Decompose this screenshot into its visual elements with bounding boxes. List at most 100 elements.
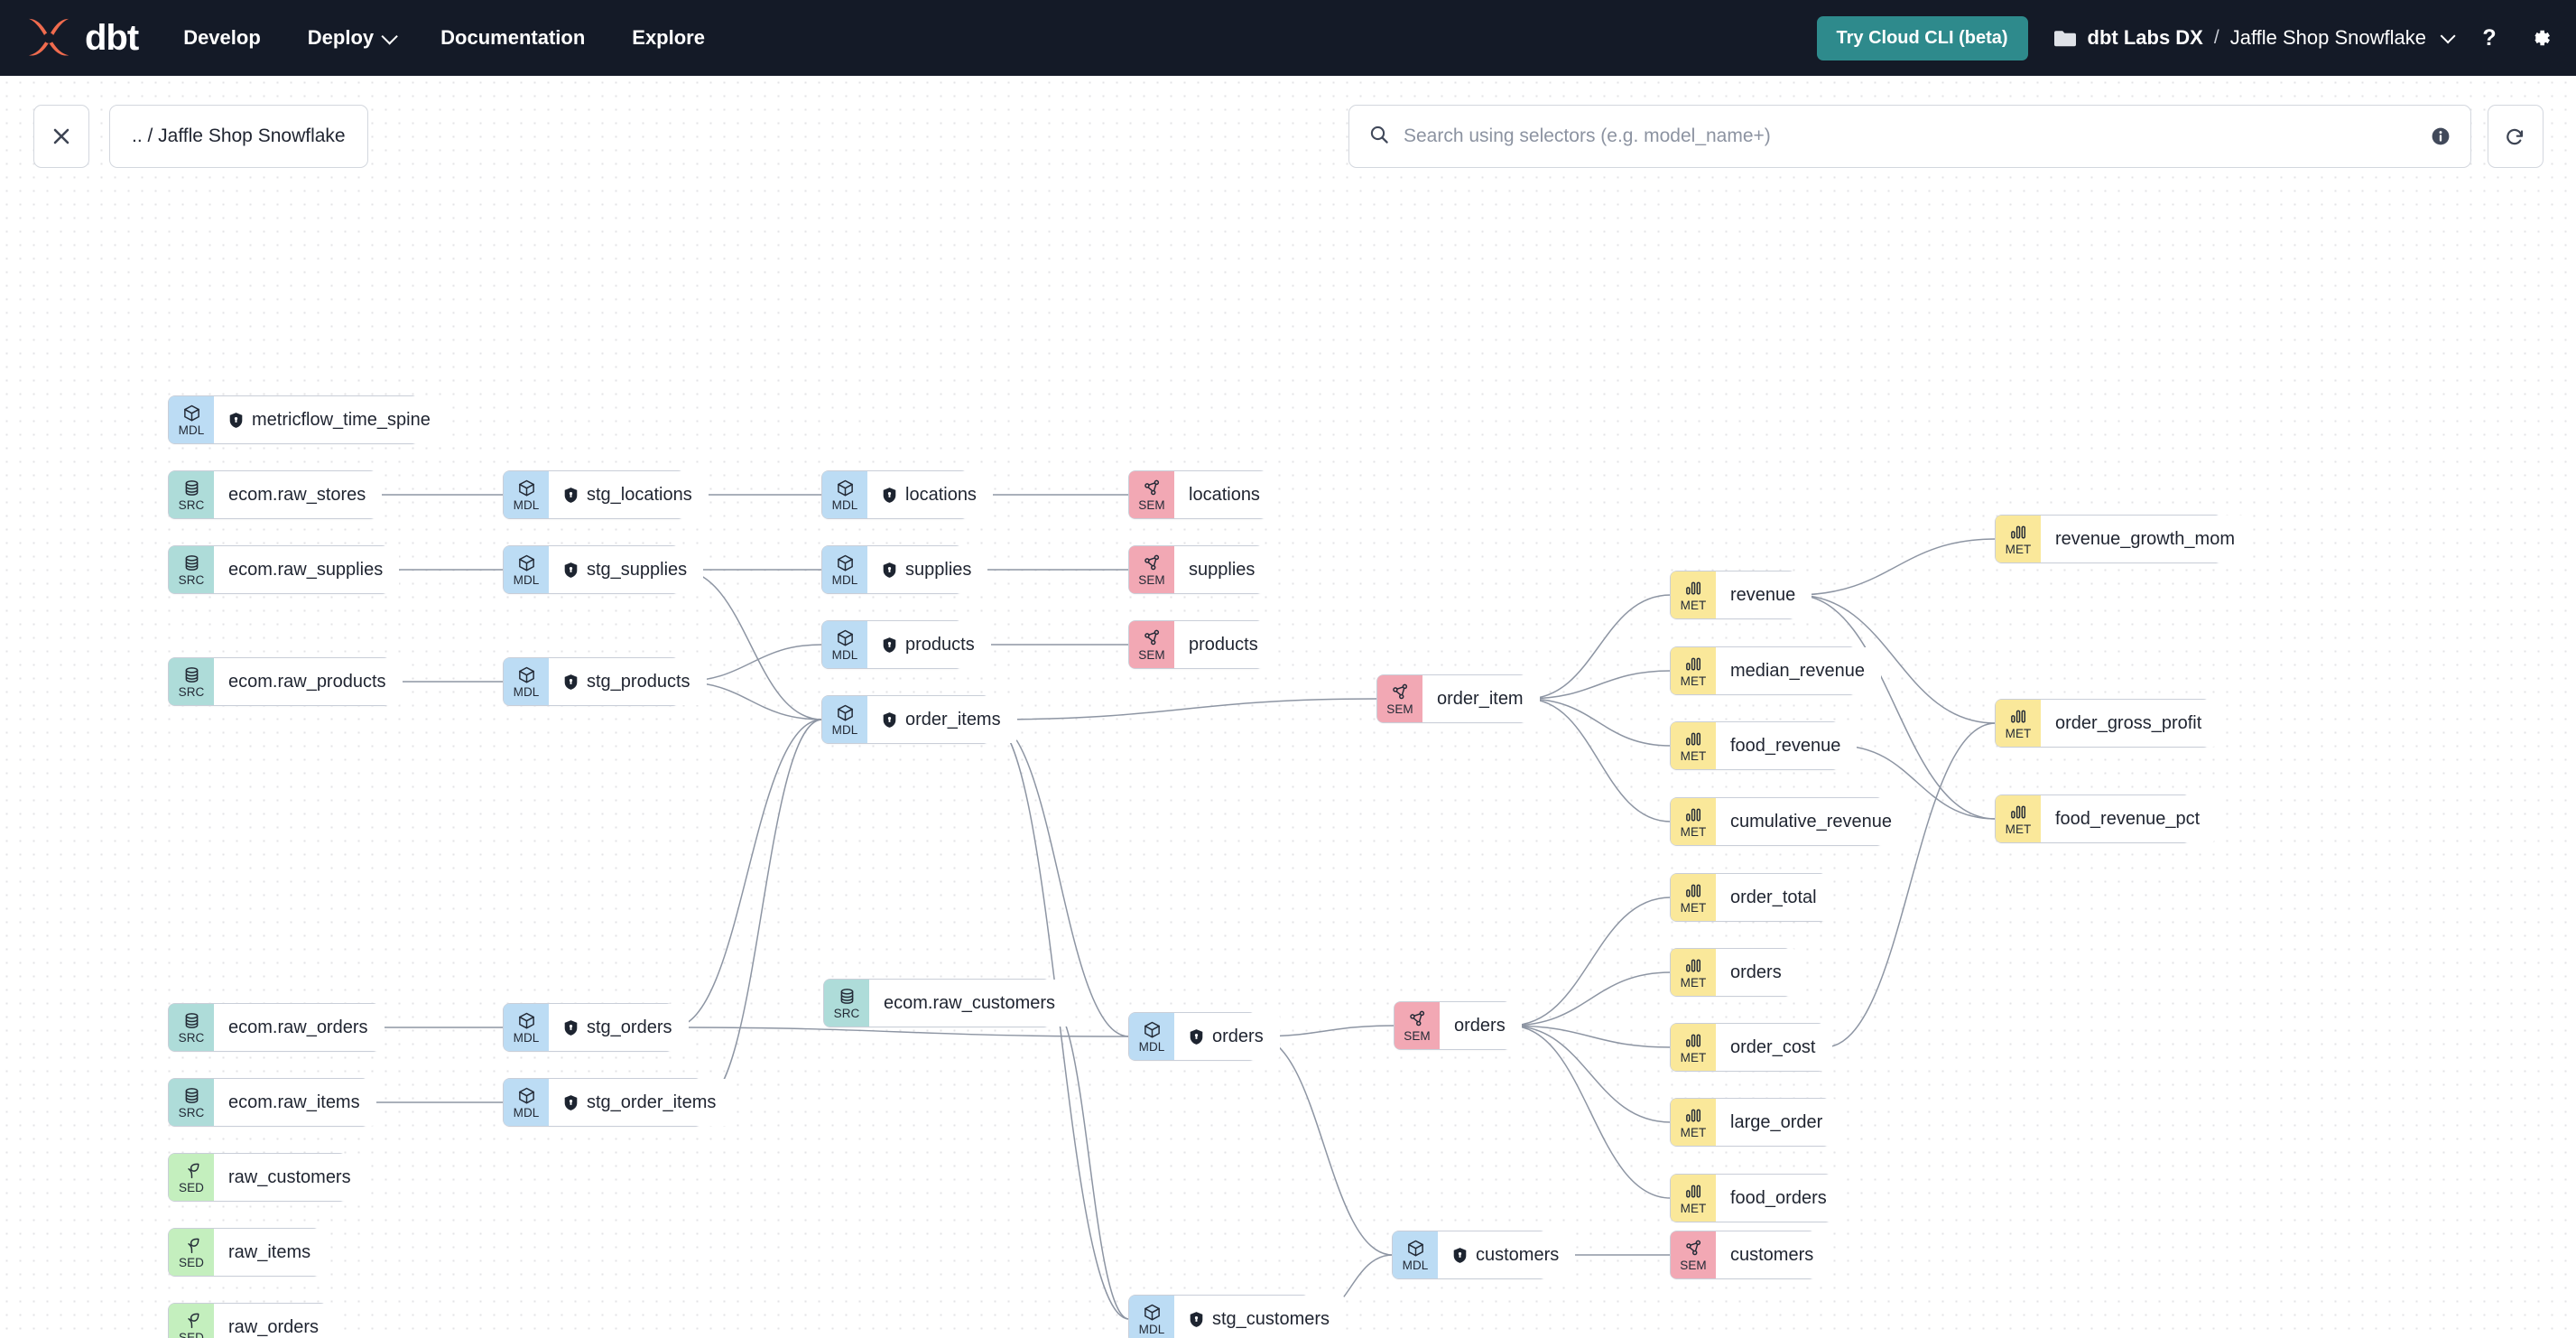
node-body[interactable]: revenue_growth_mom	[2041, 516, 2251, 562]
search-input[interactable]	[1404, 125, 2416, 147]
refresh-lineage-button[interactable]	[2488, 105, 2544, 168]
node-body[interactable]: stg_supplies	[549, 546, 704, 593]
node-body[interactable]: stg_order_items	[549, 1079, 733, 1126]
node-body[interactable]: orders	[1174, 1013, 1280, 1060]
node-body[interactable]: metricflow_time_spine	[214, 396, 447, 443]
node-type-badge-src: SRC	[169, 546, 214, 593]
node-body[interactable]: order_item	[1422, 675, 1540, 722]
node-body[interactable]: raw_customers	[214, 1154, 367, 1201]
node-body[interactable]: orders	[1716, 949, 1798, 996]
node-body[interactable]: order_cost	[1716, 1024, 1832, 1071]
close-lineage-button[interactable]	[33, 105, 89, 168]
node-body[interactable]: ecom.raw_items	[214, 1079, 376, 1126]
nav-link-develop[interactable]: Develop	[183, 26, 261, 50]
nav-link-explore[interactable]: Explore	[632, 26, 705, 50]
nav-link-deploy[interactable]: Deploy	[308, 26, 398, 50]
dbt-logo[interactable]: dbt	[23, 15, 139, 60]
node-body[interactable]: food_revenue_pct	[2041, 795, 2217, 842]
node-body[interactable]: locations	[867, 471, 993, 518]
node-body[interactable]: stg_products	[549, 658, 707, 705]
project-breadcrumb[interactable]: dbt Labs DX / Jaffle Shop Snowflake	[2053, 26, 2456, 50]
node-body[interactable]: stg_locations	[549, 471, 709, 518]
node-body[interactable]: raw_items	[214, 1229, 328, 1276]
nav-link-documentation[interactable]: Documentation	[440, 26, 585, 50]
try-cloud-cli-button[interactable]: Try Cloud CLI (beta)	[1816, 15, 2028, 60]
node-body[interactable]: cumulative_revenue	[1716, 798, 1908, 845]
node-body[interactable]: raw_orders	[214, 1304, 336, 1338]
node-body[interactable]: supplies	[1174, 546, 1272, 593]
breadcrumb-project[interactable]: Jaffle Shop Snowflake	[2229, 26, 2426, 49]
node-body[interactable]: customers	[1438, 1231, 1576, 1278]
node-body[interactable]: order_total	[1716, 874, 1833, 921]
node-body[interactable]: ecom.raw_stores	[214, 471, 383, 518]
node-body[interactable]: products	[1174, 621, 1274, 668]
node-label: large_order	[1730, 1112, 1823, 1132]
node-body[interactable]: food_revenue	[1716, 722, 1858, 769]
settings-button[interactable]	[2527, 25, 2553, 51]
node-body[interactable]: median_revenue	[1716, 647, 1881, 694]
node-body[interactable]: ecom.raw_customers	[869, 980, 1072, 1027]
selector-search-box[interactable]	[1348, 105, 2471, 168]
help-button[interactable]: ?	[2477, 25, 2502, 51]
node-body[interactable]: food_orders	[1716, 1175, 1843, 1222]
info-icon[interactable]	[2431, 126, 2451, 146]
node-body[interactable]: order_gross_profit	[2041, 700, 2219, 747]
node-body[interactable]: ecom.raw_supplies	[214, 546, 400, 593]
lineage-canvas[interactable]: .. / Jaffle Shop Snowflake	[0, 76, 2576, 1338]
node-body[interactable]: products	[867, 621, 991, 668]
lineage-breadcrumb-button[interactable]: .. / Jaffle Shop Snowflake	[109, 105, 368, 168]
node-body[interactable]: revenue	[1716, 571, 1812, 618]
node-body[interactable]: order_items	[867, 696, 1017, 743]
node-body[interactable]: ecom.raw_orders	[214, 1004, 385, 1051]
node-body[interactable]: orders	[1440, 1002, 1522, 1049]
node-body[interactable]: ecom.raw_products	[214, 658, 403, 705]
node-body[interactable]: customers	[1716, 1231, 1830, 1278]
node-body[interactable]: locations	[1174, 471, 1276, 518]
node-body[interactable]: stg_customers	[1174, 1296, 1347, 1338]
node-body[interactable]: supplies	[867, 546, 988, 593]
node-body[interactable]: stg_orders	[549, 1004, 689, 1051]
node-body[interactable]: large_order	[1716, 1099, 1839, 1146]
